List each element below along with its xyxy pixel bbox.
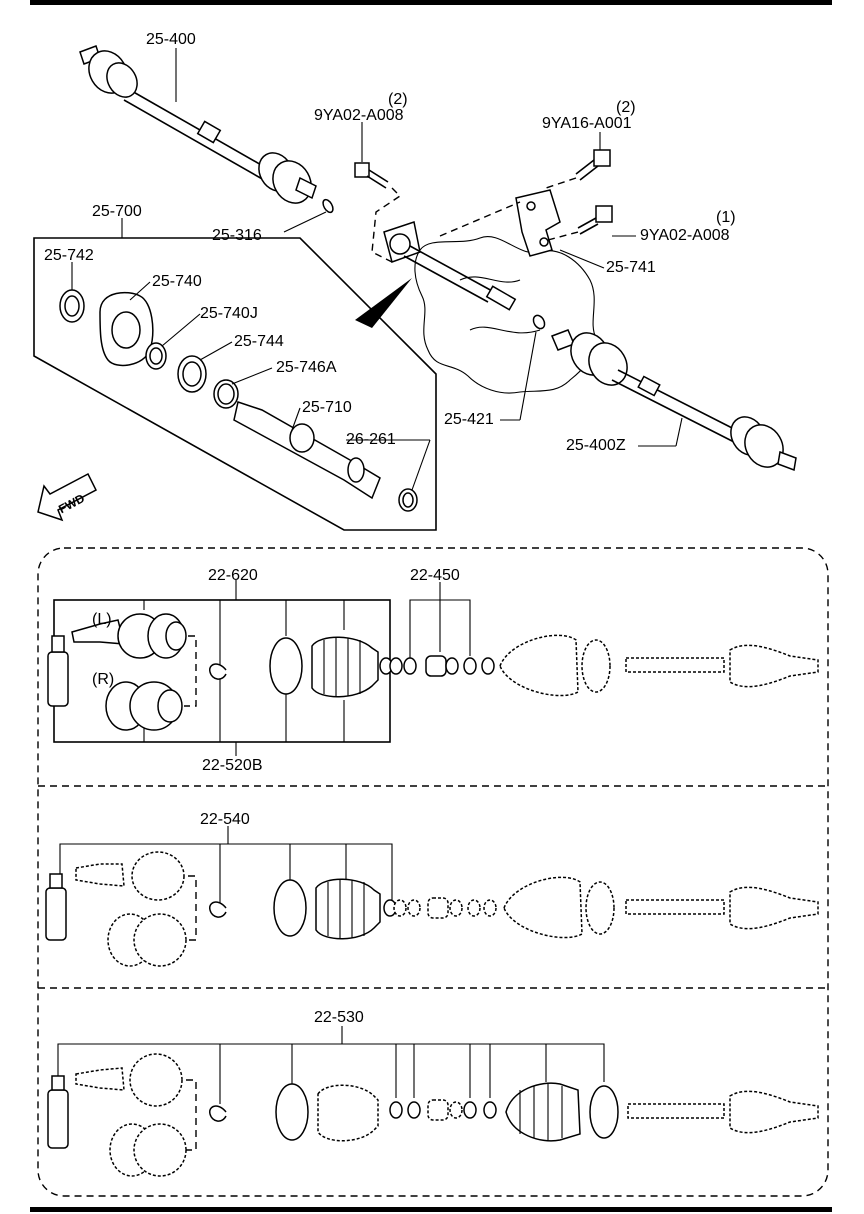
kit-parts-25-700[interactable] (59, 289, 418, 512)
label-22-520b: 22-520B (202, 757, 263, 774)
label-25-741: 25-741 (606, 259, 656, 276)
outer-joint-right-1[interactable] (105, 681, 183, 731)
section-2 (45, 826, 819, 967)
label-bolt-a-qty: (2) (388, 91, 408, 108)
label-25-740: 25-740 (152, 273, 202, 290)
label-9ya02-a008-a: 9YA02-A008 (314, 107, 404, 124)
label-25-744: 25-744 (234, 333, 284, 350)
band-1[interactable] (269, 637, 303, 695)
fwd-arrow (37, 472, 97, 522)
pointer-arrow (355, 278, 412, 328)
label-25-710: 25-710 (302, 399, 352, 416)
label-25-742: 25-742 (44, 247, 94, 264)
grease-tube-3[interactable] (47, 1075, 69, 1149)
bolt-lower[interactable] (577, 205, 613, 235)
outer-joint-right-2[interactable] (107, 913, 187, 967)
section-1 (47, 580, 819, 756)
small-rings-2[interactable] (383, 897, 497, 919)
snap-ring-2[interactable] (209, 901, 227, 918)
bolt-9ya16[interactable] (575, 149, 611, 181)
transmission-outline (414, 236, 598, 394)
label-right-mark: (R) (92, 671, 114, 688)
label-22-450: 22-450 (410, 567, 460, 584)
inner-boot-faded-1[interactable] (499, 634, 819, 697)
bolt-upper[interactable] (354, 162, 389, 189)
section-3 (47, 1026, 819, 1177)
grease-tube-2[interactable] (45, 873, 67, 941)
inner-boot-faded-2[interactable] (503, 876, 819, 939)
boot-2[interactable] (315, 878, 381, 940)
small-rings-3[interactable] (389, 1099, 497, 1121)
bottom-rule (30, 1207, 832, 1212)
bracket-25-741[interactable] (515, 189, 561, 257)
band-3[interactable] (275, 1083, 309, 1141)
label-25-740j: 25-740J (200, 305, 258, 322)
label-26-261: 26-261 (346, 431, 396, 448)
boot-1[interactable] (311, 636, 379, 698)
label-25-400: 25-400 (146, 31, 196, 48)
label-bolt-b-qty: (2) (616, 99, 636, 116)
label-25-421: 25-421 (444, 411, 494, 428)
outer-joint-left-2[interactable] (75, 851, 185, 901)
label-25-316: 25-316 (212, 227, 262, 244)
small-rings-1[interactable] (379, 655, 495, 677)
kit-frame-25-700 (33, 237, 437, 531)
label-22-620: 22-620 (208, 567, 258, 584)
label-9ya16-a001: 9YA16-A001 (542, 115, 632, 132)
clip-25-421[interactable] (531, 313, 547, 330)
inner-boot-3[interactable] (505, 1082, 619, 1142)
label-25-746a: 25-746A (276, 359, 337, 376)
label-25-700: 25-700 (92, 203, 142, 220)
label-bolt-c-qty: (1) (716, 209, 736, 226)
label-25-400z: 25-400Z (566, 437, 626, 454)
label-left-mark: (L) (92, 611, 112, 628)
outer-joint-left-3[interactable] (75, 1053, 183, 1107)
joint-shaft-installed[interactable] (383, 221, 517, 311)
top-rule (30, 0, 832, 5)
snap-ring-3[interactable] (209, 1105, 227, 1122)
drive-shaft-left[interactable] (79, 44, 319, 210)
shaft-faded-3[interactable] (627, 1090, 819, 1134)
clip-25-316[interactable] (321, 198, 335, 214)
drive-shaft-right[interactable] (551, 326, 797, 474)
label-22-530: 22-530 (314, 1009, 364, 1026)
outer-boot-faded-3[interactable] (317, 1084, 379, 1142)
upper-leaders (71, 48, 683, 491)
outer-joint-right-3[interactable] (109, 1123, 187, 1177)
snap-ring-1[interactable] (209, 663, 227, 680)
label-22-540: 22-540 (200, 811, 250, 828)
outer-joint-left-1[interactable] (71, 613, 187, 659)
band-2[interactable] (273, 879, 307, 937)
label-9ya02-a008-c: 9YA02-A008 (640, 227, 730, 244)
grease-tube-1[interactable] (47, 635, 69, 707)
